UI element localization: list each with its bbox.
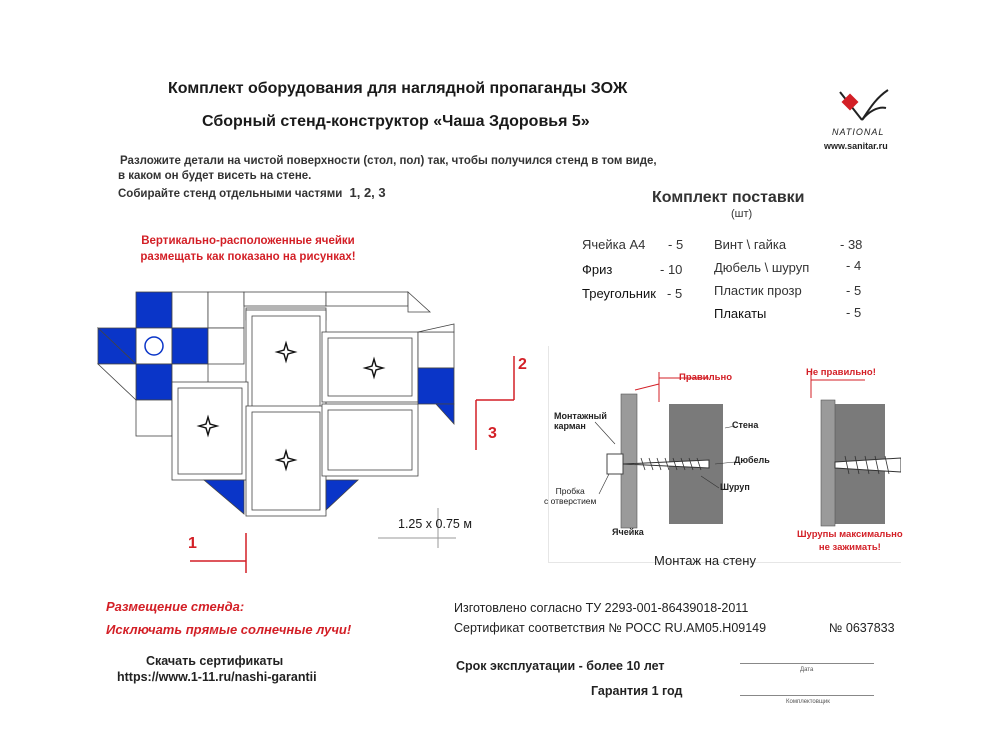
instruction-line-3: Собирайте стенд отдельными частями 1, 2,… (118, 185, 386, 202)
part-2-label: 2 (518, 356, 527, 373)
date-signature-line (740, 663, 874, 664)
kit-qty-dowel: - 4 (846, 258, 862, 273)
placement-title: Размещение стенда: (106, 599, 245, 614)
warranty: Гарантия 1 год (591, 684, 683, 698)
kit-item-triangle: Треугольник (582, 286, 656, 301)
kit-item-posters: Плакаты (714, 306, 767, 321)
screw-label: Шуруп (720, 482, 750, 492)
mounting-diagram (548, 346, 902, 563)
incorrect-label: Не правильно! (806, 367, 876, 378)
certificate-info: Сертификат соответствия № РОСС RU.AM05.H… (454, 621, 767, 635)
plug-line-2: с отверстием (544, 496, 597, 506)
plug-label: Пробка с отверстием (544, 486, 596, 506)
layout-note-line-2: размещать как показано на рисунках! (140, 251, 356, 263)
part-3-label: 3 (488, 425, 497, 442)
page-subtitle: Сборный стенд-конструктор «Чаша Здоровья… (202, 113, 590, 130)
kit-qty-screw-nut: - 38 (840, 237, 863, 252)
kit-item-frieze: Фриз (582, 262, 613, 277)
layout-note: Вертикально-расположенные ячейки размеща… (118, 233, 378, 265)
correct-label: Правильно (679, 372, 733, 383)
mounting-pocket-line-1: Монтажный (554, 411, 607, 421)
kit-qty-plastic: - 5 (846, 283, 862, 298)
kit-qty-cell: - 5 (668, 237, 684, 252)
kit-unit: (шт) (731, 208, 753, 220)
logo-brand: NATIONAL (832, 127, 885, 137)
screw-warning: Шурупы максимально не зажимать! (797, 528, 903, 554)
dowel-label: Дюбель (734, 455, 770, 465)
mounting-caption: Монтаж на стену (654, 553, 756, 568)
certificates-link[interactable]: https://www.1-11.ru/nashi-garantii (117, 670, 317, 684)
mounting-pocket-label: Монтажный карман (554, 411, 607, 431)
cell-label: Ячейка (612, 527, 644, 537)
kit-qty-frieze: - 10 (660, 262, 683, 277)
instruction-line-2: в каком он будет висеть на стене. (118, 170, 312, 182)
kit-qty-posters: - 5 (846, 305, 862, 320)
screw-warning-line-2: не зажимать! (818, 542, 881, 553)
dimension-lines (378, 508, 458, 548)
kit-item-screw-nut: Винт \ гайка (714, 237, 787, 252)
service-life: Срок эксплуатации - более 10 лет (456, 659, 665, 673)
screw-warning-line-1: Шурупы максимально (797, 529, 903, 540)
part-2-3-marker (472, 354, 524, 454)
kit-qty-triangle: - 5 (667, 286, 683, 301)
national-logo-icon (832, 86, 892, 126)
date-label: Дата (800, 667, 814, 673)
part-1-label: 1 (188, 535, 197, 552)
page-title: Комплект оборудования для наглядной проп… (168, 80, 628, 97)
instruction-assemble: Собирайте стенд отдельными частями (118, 188, 343, 200)
stand-diagram (96, 288, 462, 520)
kit-item-plastic: Пластик прозр (714, 283, 802, 298)
download-certificates-label: Скачать сертификаты (146, 654, 284, 668)
placement-warning: Исключать прямые солнечные лучи! (106, 622, 352, 637)
wall-label: Стена (732, 420, 759, 430)
part-1-marker (182, 529, 252, 573)
kit-item-dowel: Дюбель \ шуруп (714, 260, 810, 275)
plug-line-1: Пробка (555, 486, 585, 496)
kit-item-cell: Ячейка А4 (582, 237, 646, 252)
website-link[interactable]: www.sanitar.ru (824, 141, 888, 151)
mounting-pocket-line-2: карман (554, 421, 586, 431)
dimensions-label: 1.25 х 0.75 м (398, 517, 472, 531)
layout-note-line-1: Вертикально-расположенные ячейки (141, 235, 355, 247)
kit-title: Комплект поставки (652, 189, 805, 206)
packer-signature-line (740, 695, 874, 696)
packer-label: Комплектовщик (786, 699, 830, 705)
instruction-line-1: Разложите детали на чистой поверхности (… (120, 155, 657, 167)
manufacturing-standard: Изготовлено согласно ТУ 2293-001-8643901… (454, 601, 749, 615)
certificate-number: № 0637833 (829, 621, 895, 635)
instruction-parts: 1, 2, 3 (349, 185, 386, 200)
